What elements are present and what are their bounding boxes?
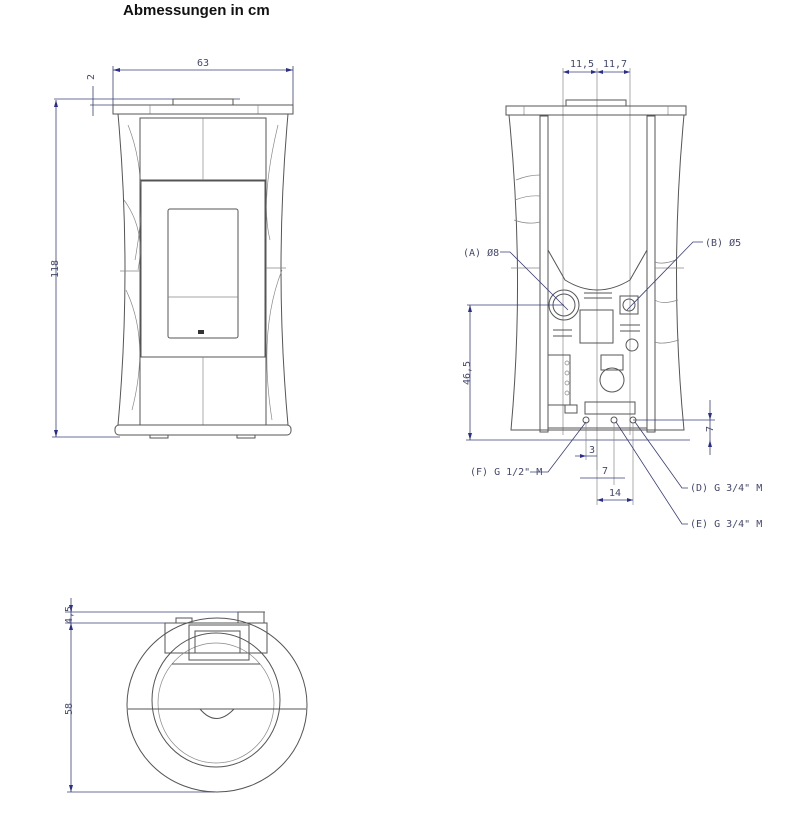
callout-b: (B) Ø5 [705, 237, 741, 249]
dim-14-label: 14 [609, 488, 621, 499]
callout-d: (D) G 3/4" M [690, 483, 762, 494]
bottom-offset-label: 7 [705, 426, 716, 432]
page-title: Abmessungen in cm [123, 2, 270, 19]
top-view: 4,5 58 [64, 598, 308, 793]
flue-left-label: 11,5 [570, 59, 594, 70]
front-width-label: 63 [197, 58, 209, 69]
dim-7-label: 7 [602, 466, 608, 477]
callout-f: (F) G 1/2" M [470, 467, 542, 478]
top-depth-label: 58 [64, 703, 75, 715]
callout-a: (A) Ø8 [463, 247, 499, 259]
front-view: 63 2 118 [50, 58, 294, 439]
dim-3-label: 3 [589, 445, 595, 456]
front-height-label: 118 [50, 260, 61, 278]
rear-view: 11,5 11,7 [462, 59, 762, 530]
front-top-offset-label: 2 [86, 74, 97, 80]
connection-height-label: 46,5 [462, 361, 473, 385]
flue-right-label: 11,7 [603, 59, 627, 70]
callout-e: (E) G 3/4" M [690, 519, 762, 530]
door-handle-icon [198, 330, 204, 334]
top-offset-label: 4,5 [64, 606, 75, 624]
